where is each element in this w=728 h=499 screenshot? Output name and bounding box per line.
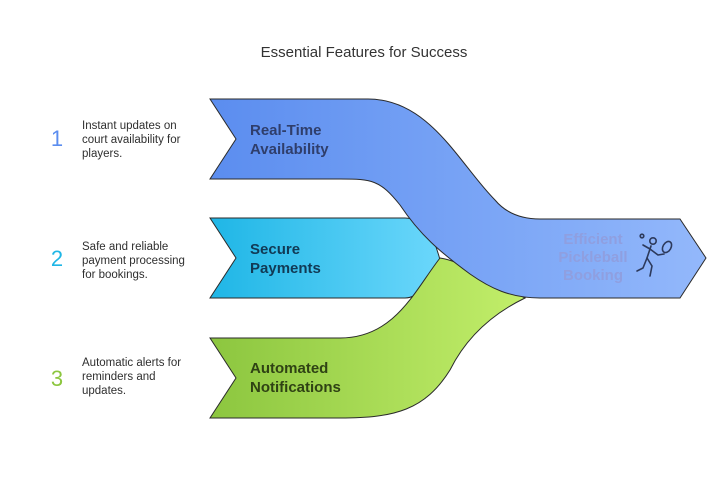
label-line: Availability <box>250 141 329 158</box>
step-number-3: 3 <box>50 366 64 391</box>
label-line: Real-Time <box>250 122 322 139</box>
label-secure-payments: Secure Payments <box>250 240 321 278</box>
step-number-1: 1 <box>50 126 64 151</box>
label-automated-notifications: Automated Notifications <box>250 359 341 397</box>
diagram-title: Essential Features for Success <box>260 44 468 61</box>
outcome-line: Efficient <box>563 231 623 248</box>
step-description-1: Instant updates on court availability fo… <box>82 120 181 160</box>
label-line: Secure <box>250 241 301 258</box>
label-line: Automated <box>250 360 329 377</box>
secure-payments-band <box>209 217 441 299</box>
outcome-label: Efficient Pickleball Booking <box>548 231 638 285</box>
step-description-2: Safe and reliable payment processing for… <box>82 241 185 281</box>
label-line: Notifications <box>250 379 341 396</box>
step-number-2: 2 <box>50 246 64 271</box>
outcome-line: Pickleball <box>558 249 628 266</box>
label-real-time-availability: Real-Time Availability <box>250 121 329 159</box>
label-line: Payments <box>250 260 321 277</box>
outcome-line: Booking <box>563 267 623 284</box>
automated-notifications-band <box>209 257 527 419</box>
step-description-3: Automatic alerts for reminders and updat… <box>82 357 182 397</box>
real-time-availability-band <box>209 98 707 299</box>
pickleball-player-icon <box>636 233 673 277</box>
